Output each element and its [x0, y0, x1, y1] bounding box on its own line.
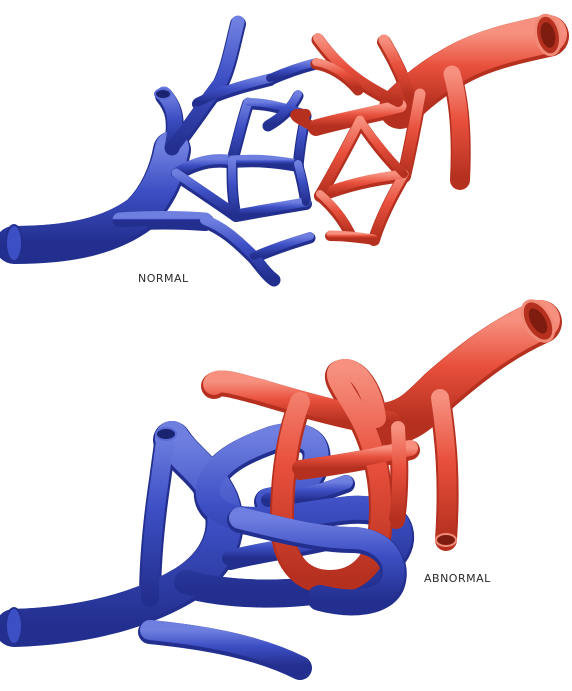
normal-vessel-network [6, 13, 564, 280]
normal-label: NORMAL [138, 272, 189, 285]
abnormal-label: ABNORMAL [424, 572, 491, 585]
normal-vein [6, 22, 316, 280]
normal-artery [295, 13, 564, 240]
abnormal-vessel-network [6, 295, 560, 668]
